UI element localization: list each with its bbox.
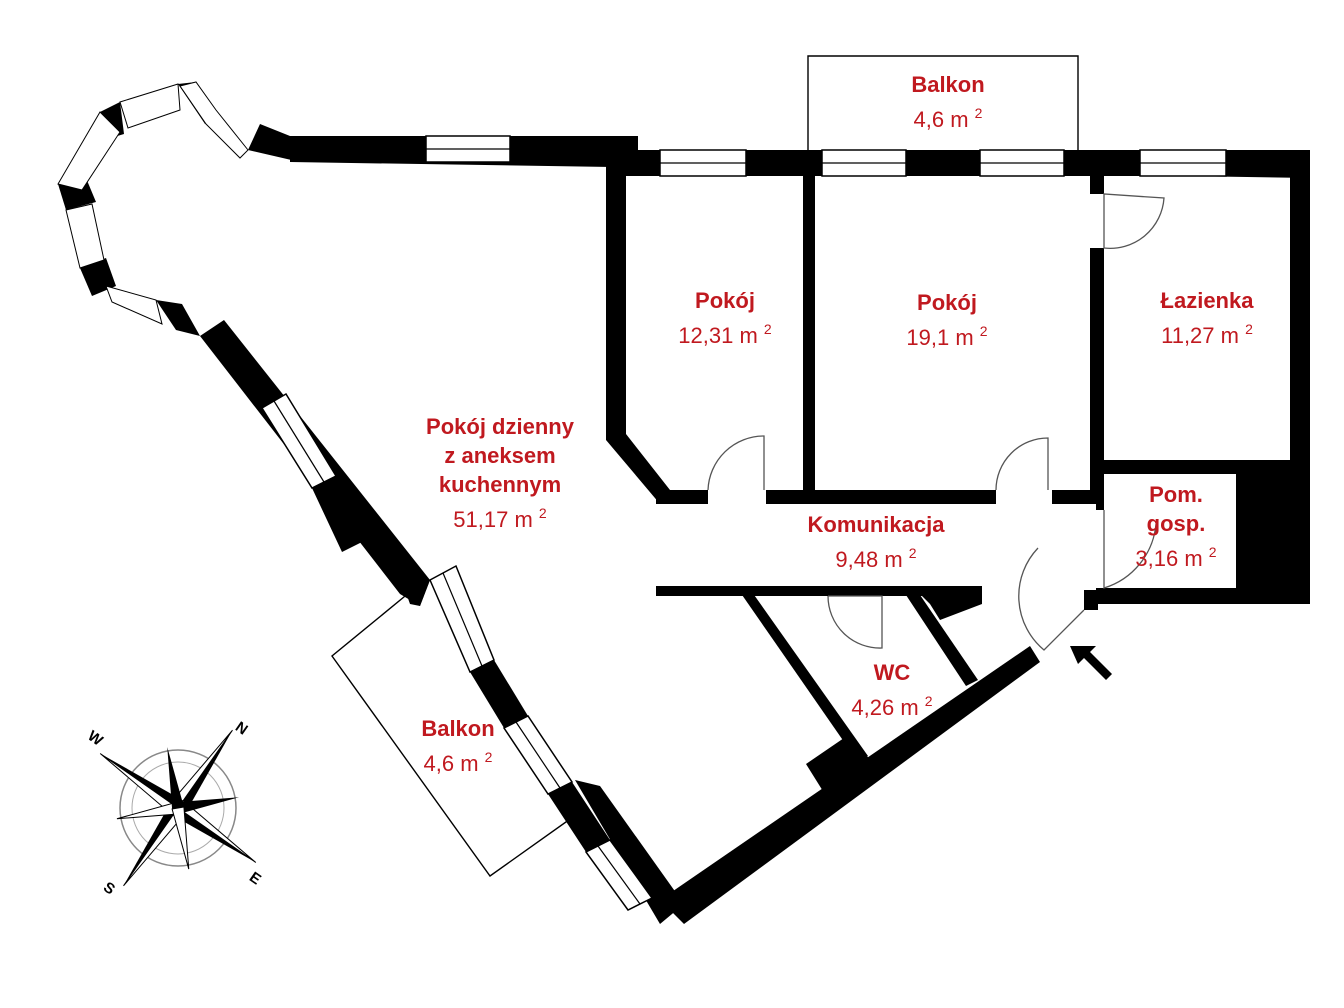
windows: [425, 135, 1227, 177]
label-room-2: Pokój 19,1 m 2: [906, 290, 988, 350]
diagonal-windows: [260, 392, 654, 911]
compass-rose-icon: [99, 729, 257, 887]
label-balcony-top: Balkon 4,6 m 2: [911, 72, 985, 132]
label-hall: Komunikacja 9,48 m 2: [807, 512, 945, 572]
top-wall-solids: [290, 136, 1310, 176]
label-room-1: Pokój 12,31 m 2: [678, 288, 772, 348]
walls: [200, 136, 1310, 924]
doors: [707, 193, 1165, 651]
label-utility-room: Pom. gosp. 3,16 m 2: [1135, 482, 1217, 571]
balconies: [331, 55, 1079, 877]
bay-wall: [58, 82, 300, 336]
label-balcony-left: Balkon 4,6 m 2: [421, 716, 495, 776]
label-wc: WC 4,26 m 2: [851, 660, 933, 720]
label-living-room: Pokój dzienny z aneksem kuchennym 51,17 …: [426, 414, 574, 532]
bay-windows: [57, 81, 249, 325]
entrance-arrow-icon: [1070, 646, 1112, 680]
label-bathroom: Łazienka 11,27 m 2: [1160, 288, 1254, 348]
